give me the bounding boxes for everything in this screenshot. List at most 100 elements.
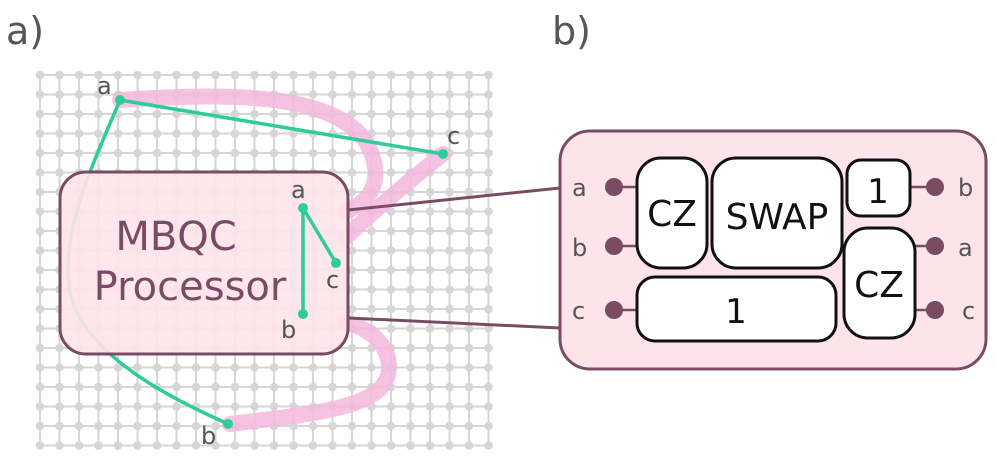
lattice-site [35,285,45,294]
lattice-site [445,129,454,138]
lattice-site [425,70,435,80]
lattice-site [367,285,376,294]
lattice-site [35,226,45,236]
lattice-site [133,382,142,392]
lattice-site [347,246,357,255]
mbqc-processor-box [58,170,350,356]
panel-label-b: b) [552,9,591,53]
lattice-site [35,402,45,411]
gate-swap-label: SWAP [726,197,829,238]
lattice-site [211,70,220,80]
lattice-site [464,343,474,353]
lattice-site [269,402,279,411]
lattice-site [484,70,493,80]
lattice-site [347,421,357,431]
lattice-site [35,265,45,275]
lattice-site [191,148,201,158]
output-label-c: c [962,297,975,325]
lattice-site [94,402,103,411]
gates [635,156,917,343]
lattice-site [484,363,493,372]
lattice-site [35,168,45,177]
lattice-site [425,207,435,216]
lattice-site [445,109,454,119]
processor-title-line1: MBQC [115,214,236,260]
inner-edge-a-c [301,206,338,265]
lattice-site [386,168,396,177]
panel-label-a: a) [6,9,44,53]
routing-highlight [112,88,451,432]
lattice-site [133,129,142,138]
lattice-site [250,70,259,80]
lattice-site [74,109,84,119]
lattice-site [367,226,376,236]
lattice-site [406,285,415,294]
lattice-site [328,90,337,99]
lattice-site [386,226,396,236]
lattice-site [133,421,142,431]
processor-title-line2: Processor [94,264,287,310]
lattice-site [35,246,45,255]
inner-node-c [331,258,341,268]
lattice-site [113,402,123,411]
lattice-site [55,363,64,372]
lattice-site [464,441,474,450]
lattice-site [308,421,318,431]
lattice-site [269,441,279,450]
lattice-site [94,421,103,431]
lattice-site [269,363,279,372]
lattice-site [289,109,298,119]
lattice-site [133,441,142,450]
zoom-line-bottom [347,316,561,330]
lattice-site [386,207,396,216]
lattice-site [308,363,318,372]
lattice-site [113,421,123,431]
lattice-site [425,363,435,372]
lattice-site [406,207,415,216]
lattice-site [35,363,45,372]
lattice-site [230,148,240,158]
lattice-site [328,421,337,431]
lattice-site [289,129,298,138]
lattice-site [425,382,435,392]
lattice-site [74,129,84,138]
lattice-site [35,421,45,431]
lattice-site [367,441,376,450]
lattice-site [445,168,454,177]
lattice-site [230,109,240,119]
lattice-site [484,109,493,119]
lattice-site [230,441,240,450]
lattice-site [211,382,220,392]
lattice-site [464,402,474,411]
lattice-site [211,129,220,138]
lattice-site [328,70,337,80]
lattice-site [269,382,279,392]
lattice-site [406,304,415,314]
input-label-b: b [572,234,587,262]
lattice-site [55,109,64,119]
lattice-site [445,90,454,99]
lattice-site [94,70,103,80]
terminal-in-b [605,237,623,255]
lattice-site [347,363,357,372]
lattice-site [445,207,454,216]
lattice-site [406,343,415,353]
gate-one-bottom [635,275,838,343]
lattice-site [113,382,123,392]
lattice-site [386,246,396,255]
lattice-site [94,441,103,450]
lattice-site [269,70,279,80]
lattice-site [55,441,64,450]
edge-a-c [118,98,445,156]
lattice-site [406,324,415,333]
lattice-site [172,441,181,450]
lattice-site [464,324,474,333]
lattice-site [35,324,45,333]
lattice-site [445,324,454,333]
inner-node-a [298,203,308,213]
lattice-site [406,109,415,119]
lattice-site [250,129,259,138]
lattice-site [328,148,337,158]
lattice-site [386,109,396,119]
lattice-site [425,421,435,431]
